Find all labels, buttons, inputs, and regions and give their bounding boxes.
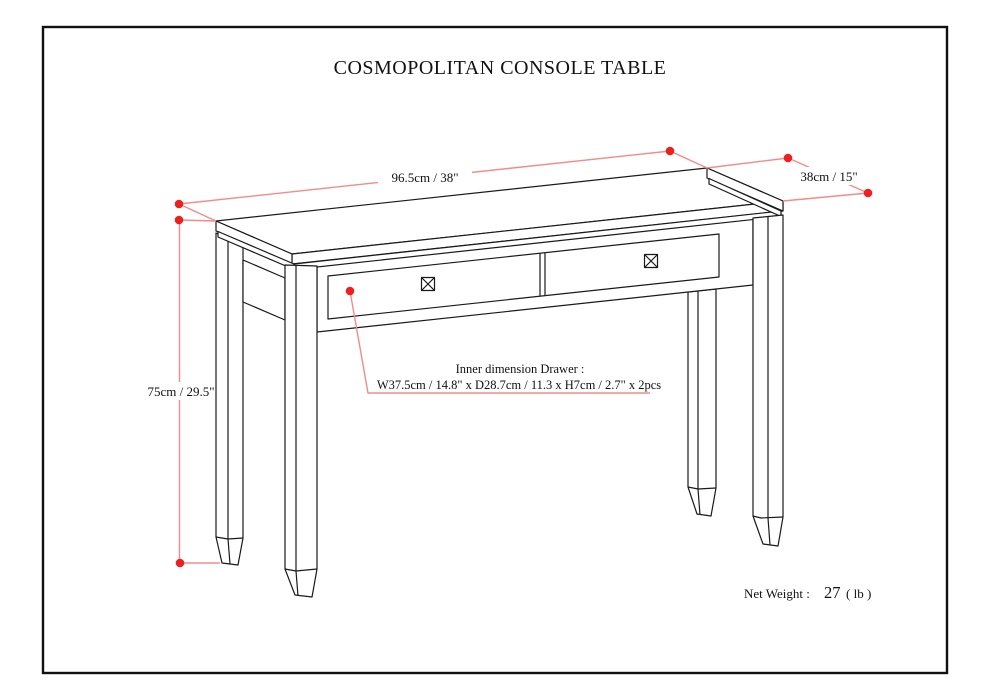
drawer-leader-dot	[345, 286, 355, 296]
page-border	[41, 25, 949, 675]
drawer-dimension-note: Inner dimension Drawer : W37.5cm / 14.8"…	[345, 286, 661, 394]
net-weight-unit: ( lb )	[846, 586, 871, 601]
depth-dot-top	[783, 153, 793, 163]
net-weight: Net Weight : 27 ( lb )	[744, 583, 871, 602]
right-drawer-handle-icon	[643, 253, 659, 269]
drawer-note-line1: Inner dimension Drawer :	[456, 362, 585, 376]
front-left-leg	[284, 264, 318, 598]
width-dimension: 96.5cm / 38"	[174, 146, 708, 222]
back-left-leg	[215, 232, 244, 566]
net-weight-label: Net Weight :	[744, 586, 810, 601]
left-drawer-handle-icon	[420, 276, 436, 292]
net-weight-value: 27	[824, 583, 841, 602]
drawer-note-line2: W37.5cm / 14.8" x D28.7cm / 11.3 x H7cm …	[377, 378, 661, 392]
console-table-drawing	[215, 167, 784, 598]
depth-extension-bottom	[782, 192, 869, 202]
drawer-leader-line	[349, 290, 650, 394]
height-dimension-label: 75cm / 29.5"	[147, 384, 214, 399]
drawer-fronts-outline	[327, 233, 720, 320]
front-right-leg	[752, 214, 784, 547]
depth-dimension-label: 38cm / 15"	[800, 169, 857, 184]
page-title: COSMOPOLITAN CONSOLE TABLE	[334, 57, 667, 79]
back-right-leg	[687, 288, 717, 517]
side-panel	[242, 259, 286, 321]
depth-dimension: 38cm / 15"	[706, 153, 873, 202]
depth-extension-top	[706, 157, 789, 169]
width-dot-left	[174, 199, 184, 209]
tabletop-right-edge	[706, 167, 784, 212]
width-dimension-label: 96.5cm / 38"	[391, 170, 458, 185]
tabletop	[215, 167, 784, 271]
height-extension-top	[178, 219, 217, 222]
width-extension-right	[669, 150, 708, 169]
depth-dot-bottom	[863, 188, 873, 198]
height-dot-bottom	[175, 558, 185, 568]
height-dimension: 75cm / 29.5"	[145, 215, 220, 568]
width-extension-left	[178, 203, 217, 222]
width-dot-right	[665, 146, 675, 156]
height-dot-top	[174, 215, 184, 225]
